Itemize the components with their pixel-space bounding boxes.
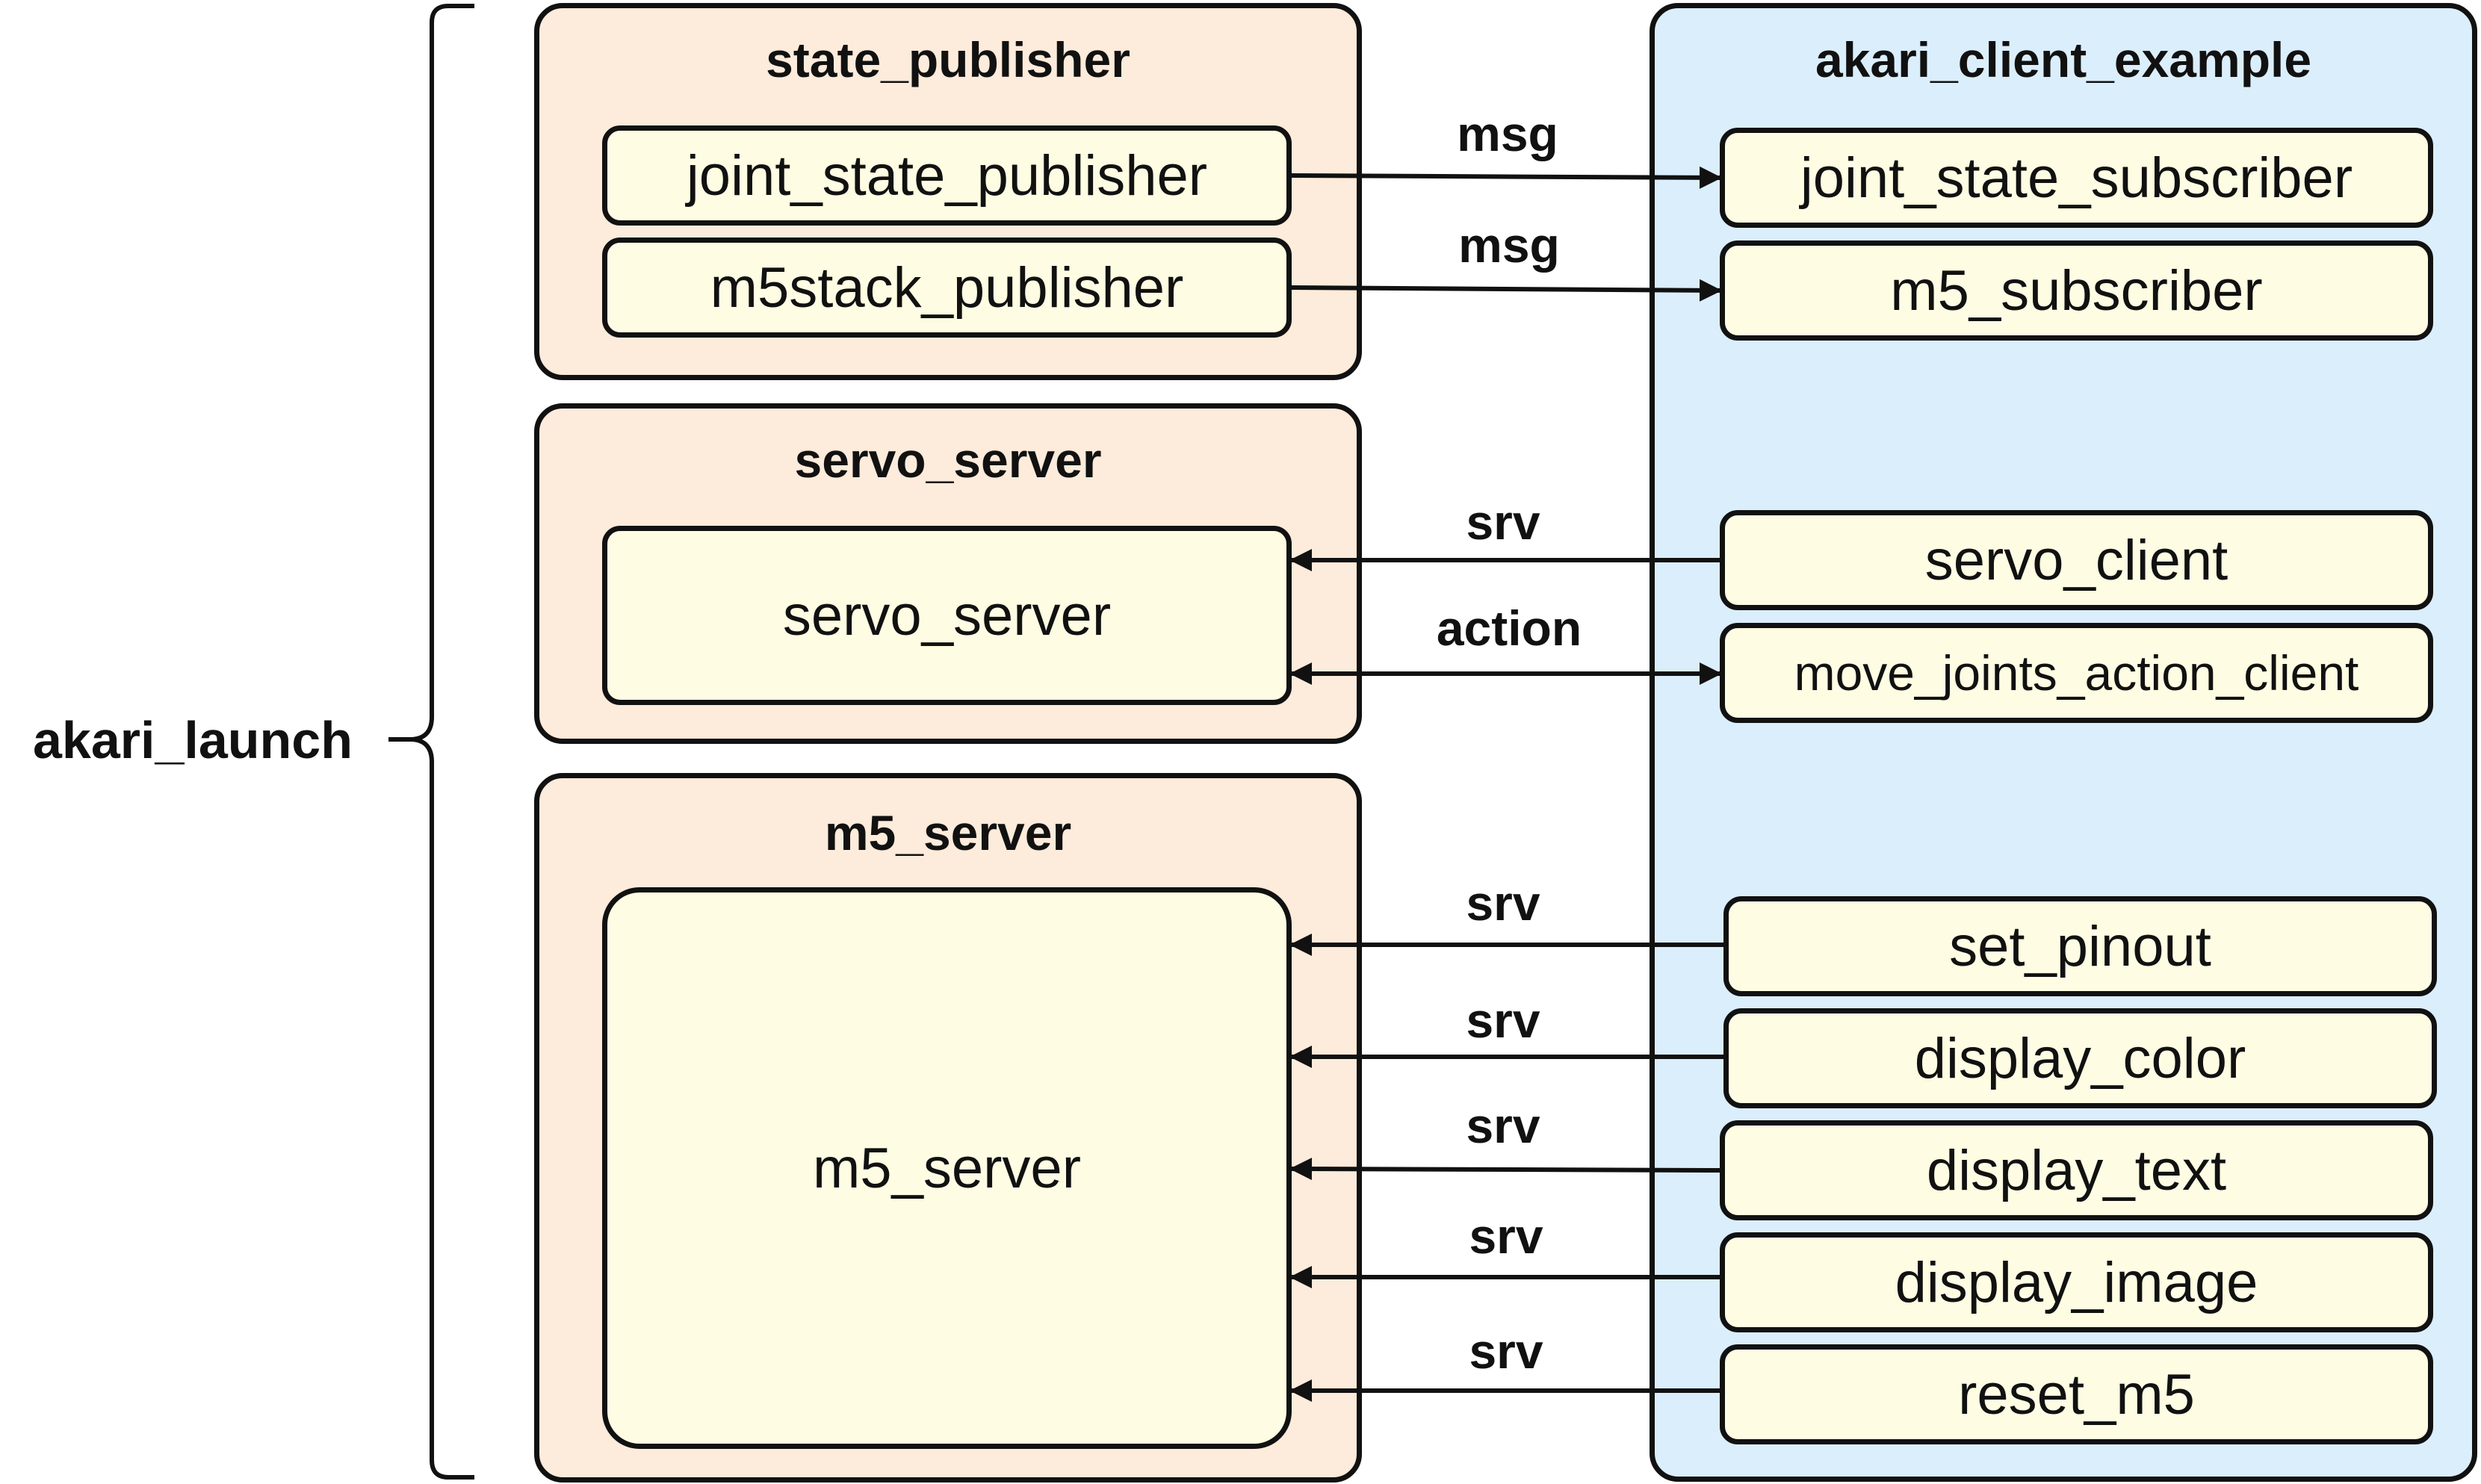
edge-label-display-image: srv [1469,1208,1543,1264]
launch-label: akari_launch [33,711,353,769]
node-joint-state-subscriber[interactable]: joint_state_subscriber [1720,128,2433,228]
node-reset-m5[interactable]: reset_m5 [1720,1344,2433,1444]
edge-label-display-color: srv [1466,993,1540,1048]
group-title-m5-server: m5_server [824,805,1072,860]
edge-label-set-pinout: srv [1466,875,1540,931]
node-m5-subscriber[interactable]: m5_subscriber [1720,240,2433,341]
group-title-servo-server: servo_server [794,432,1102,488]
node-joint-state-publisher[interactable]: joint_state_publisher [602,125,1292,226]
node-m5stack-publisher[interactable]: m5stack_publisher [602,237,1292,338]
node-display-image[interactable]: display_image [1720,1232,2433,1332]
node-servo-client[interactable]: servo_client [1720,510,2433,610]
node-servo-server[interactable]: servo_server [602,526,1292,705]
edge-label-joint-state: msg [1457,106,1558,161]
edge-label-m5stack: msg [1458,217,1560,273]
node-set-pinout[interactable]: set_pinout [1723,896,2437,996]
edge-label-reset-m5: srv [1469,1323,1543,1379]
group-title-state-publisher: state_publisher [766,32,1130,87]
node-m5-server[interactable]: m5_server [602,887,1292,1449]
edge-label-move-joints-action: action [1436,600,1582,656]
node-display-text[interactable]: display_text [1720,1120,2433,1220]
edge-label-servo-client: srv [1466,494,1540,550]
edge-label-display-text: srv [1466,1098,1540,1153]
group-title-akari-client-example: akari_client_example [1815,32,2312,87]
node-display-color[interactable]: display_color [1723,1008,2437,1108]
node-move-joints-action-client[interactable]: move_joints_action_client [1720,623,2433,723]
